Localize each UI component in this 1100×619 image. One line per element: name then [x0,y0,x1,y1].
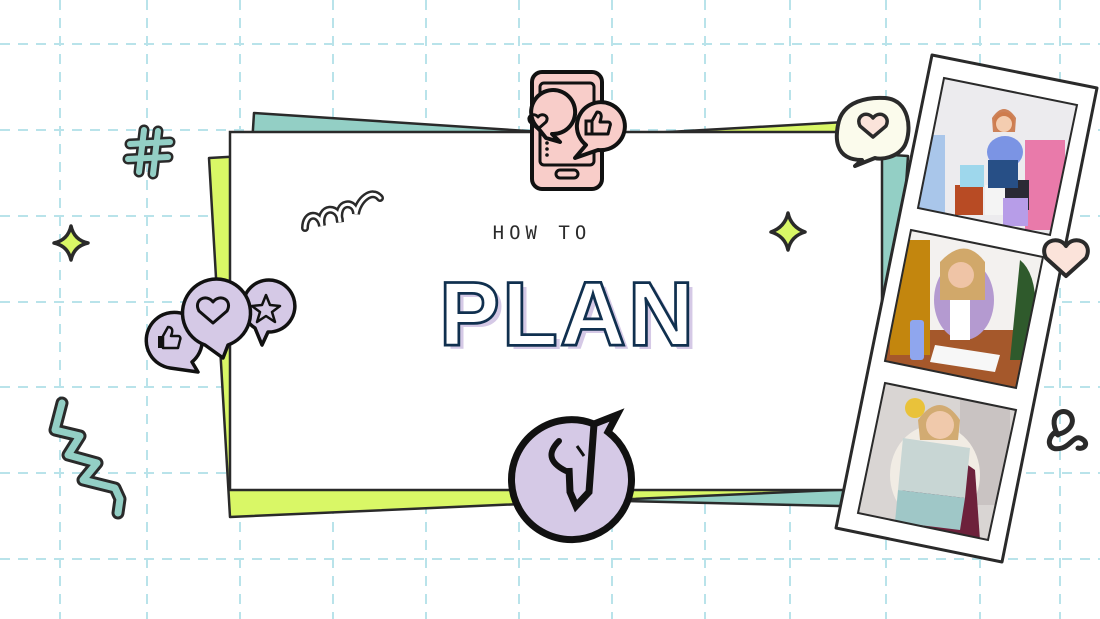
heart-bubble-small-icon [527,88,578,144]
sparkle-left-icon [52,224,90,262]
thumbs-up-bubble-icon [573,100,627,160]
kicker-text-wrap: HOW TO [0,222,1100,244]
headline-text: PLAN [440,265,697,365]
heart-bubble-lavender-icon [180,277,253,360]
headline-shadow: PLAN [445,269,702,369]
headline-outline: PLAN [440,265,697,365]
sparkle-right-icon [769,211,807,252]
kicker-text: HOW TO [492,222,592,244]
